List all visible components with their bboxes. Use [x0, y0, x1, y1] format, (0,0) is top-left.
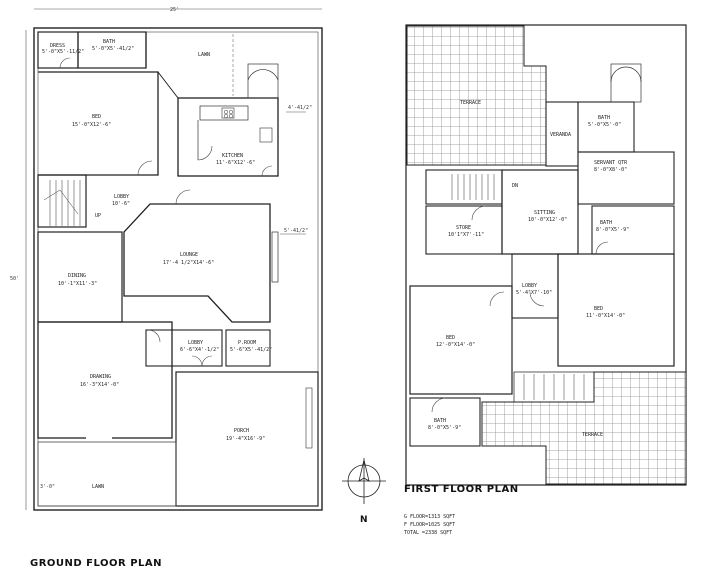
ff-bath-mid-label: BATH [600, 220, 612, 226]
gf-proom-label: P.ROOM [238, 340, 256, 346]
gf-lobby-label: LOBBY [114, 194, 129, 200]
gf-lounge-label: LOUNGE [180, 252, 198, 258]
gf-lobby-size: 10'-6" [112, 201, 130, 207]
ff-outer-wall [405, 24, 687, 486]
gf-side-dim-2: 5'-41/2" [284, 228, 308, 234]
ff-bed-right-label: BED [594, 306, 603, 312]
first-floor-plan: TERRACE VERANDA BATH 5'-0"X5'-0" SERVANT… [404, 24, 687, 495]
ff-sitting-label: SITTING [534, 210, 555, 216]
gf-dress-label: DRESS [50, 43, 65, 49]
gf-bed-size: 15'-0"X12'-6" [72, 122, 111, 128]
gf-bed-label: BED [92, 114, 101, 120]
north-arrow-icon [342, 458, 386, 504]
gf-lounge [123, 203, 271, 323]
ff-store-size: 10'1"X7'-11" [448, 232, 484, 238]
ff-servant-label: SERVANT QTR [594, 160, 628, 166]
gf-powder-room [225, 329, 271, 367]
gf-bath-size: 5'-0"X5'-41/2" [92, 46, 134, 52]
gf-lawn-top-label: LAWN [198, 52, 210, 58]
ground-floor-title: GROUND FLOOR PLAN [30, 558, 162, 569]
gf-kitchen [177, 97, 279, 177]
north-label: N [360, 515, 368, 525]
ff-veranda-label: VERANDA [550, 132, 571, 138]
first-floor-title: FIRST FLOOR PLAN [404, 484, 519, 495]
gf-drawing-size: 16'-3"X14'-0" [80, 382, 119, 388]
ff-veranda [545, 101, 579, 167]
gf-overall-width: 25' [170, 7, 179, 13]
gf-drawing-label: DRAWING [90, 374, 111, 380]
gf-bath-label: BATH [103, 39, 115, 45]
gf-lobby-small-label: LOBBY [188, 340, 203, 346]
gf-lawn-bottom [37, 441, 177, 507]
gf-side-dim-1: 4'-41/2" [288, 105, 312, 111]
ff-bath-mid-size: 8'-0"X5'-9" [596, 227, 629, 233]
gf-lobby-small-size: 6'-6"X4'-1/2" [180, 347, 219, 353]
ff-lobby-size: 5'-4"X7'-10" [516, 290, 552, 296]
area-summary-total: TOTAL =2338 SQFT [404, 530, 452, 536]
ff-terrace-top [406, 25, 547, 166]
gf-dining-label: DINING [68, 273, 86, 279]
ground-floor-plan: 25' 50' [10, 7, 323, 569]
gf-outer-wall [33, 27, 323, 511]
ff-terrace-bottom-label: TERRACE [582, 432, 603, 438]
ff-lobby-label: LOBBY [522, 283, 537, 289]
gf-kitchen-size: 11'-6"X12'-6" [216, 160, 255, 166]
ff-bath-top-size: 5'-0"X5'-0" [588, 122, 621, 128]
gf-porch [175, 371, 319, 507]
ff-servant-size: 8'-0"X8'-0" [594, 167, 627, 173]
ff-terrace-top-label: TERRACE [460, 100, 481, 106]
ff-bath-bottom-size: 8'-0"X5'-9" [428, 425, 461, 431]
gf-lobby-small [145, 329, 223, 367]
gf-porch-label: PORCH [234, 428, 249, 434]
gf-side-dim-3: 3'-0" [40, 484, 55, 490]
gf-overall-depth: 50' [10, 276, 19, 282]
gf-porch-size: 19'-4"X16'-9" [226, 436, 265, 442]
gf-up-label: UP [95, 213, 101, 219]
gf-proom-size: 5'-6"X5'-41/2" [230, 347, 272, 353]
ff-bed-right [557, 253, 675, 367]
ff-store-label: STORE [456, 225, 471, 231]
gf-dining-size: 10'-1"X11'-3" [58, 281, 97, 287]
ff-dn-label: DN [512, 183, 518, 189]
area-summary-ground: G FLOOR=1313 SQFT [404, 514, 455, 520]
ff-store [425, 205, 503, 255]
gf-stair [37, 174, 87, 228]
gf-drawing [37, 321, 173, 439]
ff-terrace-bottom [481, 371, 687, 485]
ff-bed-left-label: BED [446, 335, 455, 341]
gf-bed-room [38, 71, 159, 176]
gf-dress-size: 5'-0"X5'-11/2" [42, 49, 84, 55]
ff-bed-right-size: 11'-0"X14'-0" [586, 313, 625, 319]
gf-lawn-bottom-label: LAWN [92, 484, 104, 490]
ff-bed-left [409, 285, 513, 395]
ff-sitting-size: 10'-0"X12'-0" [528, 217, 567, 223]
ff-bed-left-size: 12'-0"X14'-0" [436, 342, 475, 348]
area-summary-first: F FLOOR=1025 SQFT [404, 522, 455, 528]
ff-bath-top-label: BATH [598, 115, 610, 121]
gf-lounge-size: 17'-4 1/2"X14'-6" [163, 260, 214, 266]
gf-kitchen-label: KITCHEN [222, 153, 243, 159]
ff-bath-bottom-label: BATH [434, 418, 446, 424]
